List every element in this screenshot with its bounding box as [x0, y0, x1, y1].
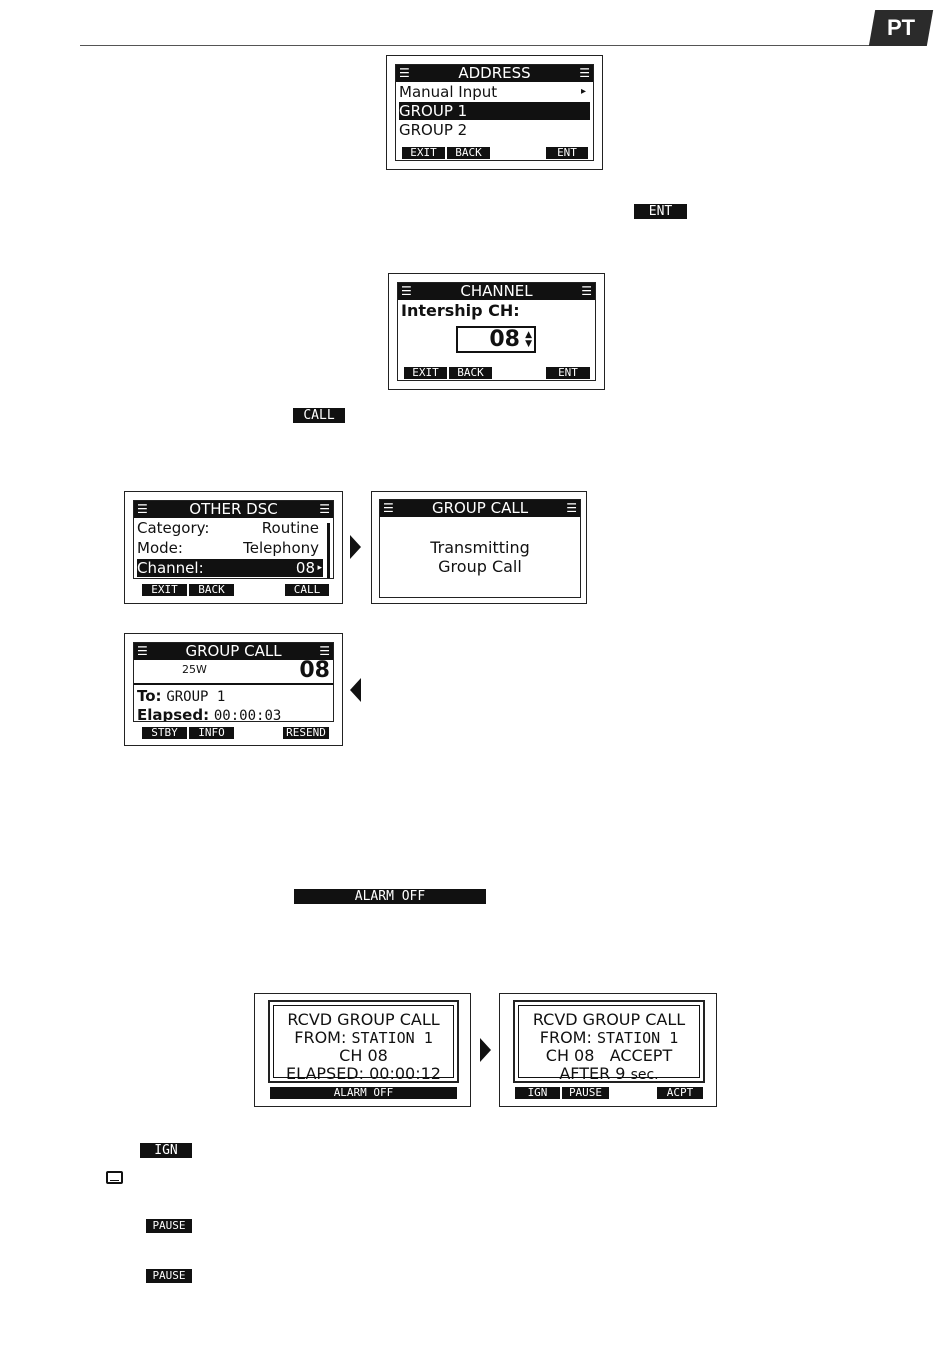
language-tab: PT: [868, 10, 934, 46]
softkey-ent[interactable]: ENT: [546, 147, 588, 159]
to-row: To: GROUP 1: [137, 687, 226, 705]
rcvd-group-call-screen-2: RCVD GROUP CALL FROM: STATION 1 CH 08 AC…: [499, 993, 717, 1107]
softkey-acpt[interactable]: ACPT: [657, 1087, 703, 1099]
arrow-left-icon: [350, 678, 361, 702]
screen-title: OTHER DSC: [189, 500, 278, 518]
rcvd-group-call-screen-1: RCVD GROUP CALL FROM: STATION 1 CH 08 EL…: [254, 993, 471, 1107]
softkey-resend[interactable]: RESEND: [283, 727, 329, 739]
screen-title: GROUP CALL: [185, 642, 282, 660]
tx-line-2: Group Call: [438, 557, 522, 576]
screen-title: CHANNEL: [460, 282, 533, 300]
menu-item-group-1[interactable]: GROUP 1: [399, 102, 590, 120]
arrow-right-icon: [480, 1038, 491, 1062]
softkey-exit[interactable]: EXIT: [142, 584, 187, 596]
softkey-alarm-off[interactable]: ALARM OFF: [270, 1087, 457, 1099]
alarm-off-key-icon: ALARM OFF: [294, 889, 486, 904]
pause-key-icon: PAUSE: [146, 1269, 192, 1283]
channel-value: 08: [489, 327, 520, 352]
call-key-icon: CALL: [293, 408, 345, 423]
screen-title: GROUP CALL: [431, 499, 529, 517]
softkey-exit[interactable]: EXIT: [402, 147, 445, 159]
group-call-tx-screen: ☰GROUP CALL☰ Transmitting Group Call: [371, 491, 587, 604]
menu-item-group-2[interactable]: GROUP 2: [399, 121, 468, 139]
channel-screen: ☰CHANNEL☰ Intership CH: 08 ▲▼ EXIT BACK …: [388, 273, 605, 390]
scrollbar[interactable]: [327, 523, 330, 578]
other-dsc-screen: ☰OTHER DSC☰ Category:Routine Mode:Teleph…: [124, 491, 343, 604]
power-level: 25W: [182, 663, 207, 676]
envelope-icon: [106, 1171, 123, 1184]
channel-number: 08: [299, 658, 330, 683]
channel-row[interactable]: Channel:08▸: [137, 559, 323, 577]
header-rule: [80, 45, 870, 46]
softkey-ign[interactable]: IGN: [515, 1087, 560, 1099]
softkey-info[interactable]: INFO: [189, 727, 234, 739]
category-row[interactable]: Category:Routine: [137, 519, 319, 537]
rcvd-channel: CH 08: [339, 1046, 388, 1065]
ent-key-icon: ENT: [634, 204, 687, 219]
pause-key-icon: PAUSE: [146, 1219, 192, 1233]
softkey-back[interactable]: BACK: [447, 147, 490, 159]
softkey-pause[interactable]: PAUSE: [562, 1087, 609, 1099]
intership-ch-label: Intership CH:: [401, 301, 520, 320]
group-call-status-screen: ☰GROUP CALL☰ 25W 08 To: GROUP 1 Elapsed:…: [124, 633, 343, 746]
elapsed-row: Elapsed: 00:00:03: [137, 706, 282, 722]
rcvd-line-1: RCVD GROUP CALL: [532, 1010, 686, 1029]
rcvd-from: FROM: STATION 1: [294, 1028, 433, 1047]
menu-item-manual-input[interactable]: Manual Input▸: [399, 83, 586, 101]
rcvd-countdown: AFTER 9 sec.: [559, 1064, 659, 1083]
softkey-back[interactable]: BACK: [189, 584, 234, 596]
rcvd-channel-accept: CH 08 ACCEPT: [545, 1046, 673, 1065]
rcvd-line-1: RCVD GROUP CALL: [287, 1010, 440, 1029]
up-down-arrows-icon: ▲▼: [525, 330, 532, 349]
softkey-ent[interactable]: ENT: [546, 367, 590, 379]
rcvd-elapsed: ELAPSED: 00:00:12: [286, 1064, 441, 1083]
ign-key-icon: IGN: [140, 1143, 192, 1158]
screen-title: ADDRESS: [458, 64, 531, 82]
softkey-back[interactable]: BACK: [449, 367, 492, 379]
address-screen: ☰ADDRESS☰ Manual Input▸ GROUP 1 GROUP 2 …: [386, 55, 603, 170]
channel-value-box[interactable]: 08 ▲▼: [456, 326, 536, 353]
arrow-right-icon: [350, 535, 361, 559]
softkey-call[interactable]: CALL: [285, 584, 329, 596]
tx-line-1: Transmitting: [430, 538, 530, 557]
mode-row[interactable]: Mode:Telephony: [137, 539, 319, 557]
softkey-exit[interactable]: EXIT: [404, 367, 447, 379]
rcvd-from: FROM: STATION 1: [539, 1028, 679, 1047]
softkey-stby[interactable]: STBY: [142, 727, 187, 739]
